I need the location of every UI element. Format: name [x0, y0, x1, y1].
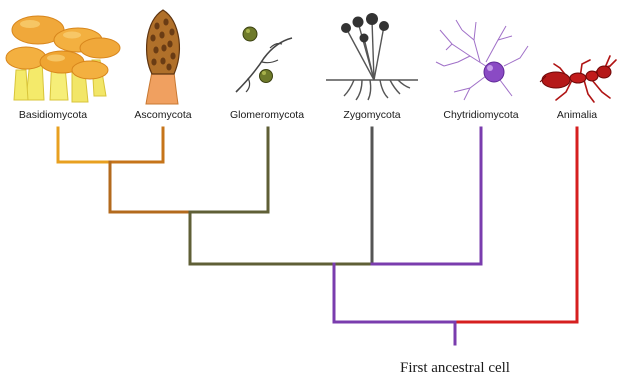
branch-glomeromycota: [190, 128, 268, 212]
red-ant-icon: [540, 56, 616, 102]
branch-dikarya-glomero-clade: [190, 212, 372, 264]
branch-ascomycota: [110, 128, 163, 162]
taxon-label-zygomycota: Zygomycota: [343, 109, 400, 121]
branch-chytridiomycota: [372, 128, 481, 264]
taxon-label-animalia: Animalia: [557, 109, 597, 121]
root-label: First ancestral cell: [400, 360, 510, 376]
glomeromycota-spore-hypha-icon: [236, 27, 292, 92]
branch-basidio-asco-clade: [110, 162, 190, 212]
zygomycota-sporangia-icon: [326, 13, 418, 100]
morel-mushroom-icon: [146, 10, 179, 104]
taxon-label-glomeromycota: Glomeromycota: [230, 109, 304, 121]
branch-animalia: [455, 128, 577, 322]
yellow-mushroom-cluster-icon: [6, 16, 120, 102]
chytrid-cell-icon: [436, 20, 528, 100]
taxon-label-basidiomycota: Basidiomycota: [19, 109, 87, 121]
taxon-label-chytridiomycota: Chytridiomycota: [443, 109, 518, 121]
taxon-label-ascomycota: Ascomycota: [134, 109, 191, 121]
branch-basidiomycota: [58, 128, 110, 162]
branch-fungi-clade: [334, 264, 455, 322]
